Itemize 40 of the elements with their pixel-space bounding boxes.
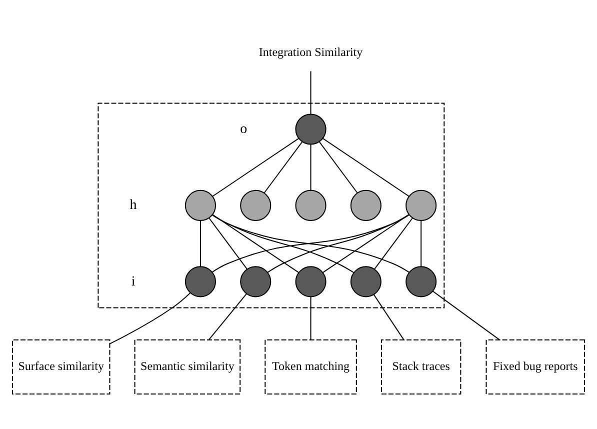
connector [310, 144, 312, 190]
node-circle [295, 190, 326, 222]
node-circle [295, 266, 326, 298]
connector [374, 218, 413, 270]
node-label: i [131, 273, 136, 290]
node-circle [406, 266, 437, 298]
connector [432, 290, 500, 340]
connector [212, 214, 354, 273]
node-circle [350, 266, 382, 298]
node-circle [240, 190, 272, 222]
node-box: Semantic similarity [134, 339, 241, 394]
node-box: Token matching [264, 339, 357, 394]
node-box: Stack traces [380, 339, 462, 394]
connector [267, 214, 410, 273]
cluster [98, 102, 445, 308]
connector [208, 218, 248, 270]
connector [208, 294, 247, 340]
node-box: Fixed bug reports [486, 339, 586, 394]
connector [200, 220, 201, 266]
node-label: o [240, 120, 248, 137]
connector [420, 220, 422, 266]
node-box: Surface similarity [12, 339, 110, 394]
connector [110, 292, 191, 344]
connector [322, 138, 410, 197]
node-circle [184, 190, 216, 222]
connector [212, 138, 299, 197]
node-label: h [130, 197, 137, 214]
node-circle [295, 114, 326, 145]
node-text: Integration Similarity [258, 45, 363, 60]
node-circle [406, 190, 437, 222]
node-circle [184, 266, 216, 298]
connector [264, 142, 302, 194]
connector [310, 297, 312, 340]
connector [373, 294, 404, 340]
node-circle [240, 266, 272, 298]
connector [319, 142, 358, 194]
node-circle [350, 190, 382, 222]
connector [310, 71, 312, 114]
connector [322, 214, 410, 273]
connector [212, 214, 299, 273]
